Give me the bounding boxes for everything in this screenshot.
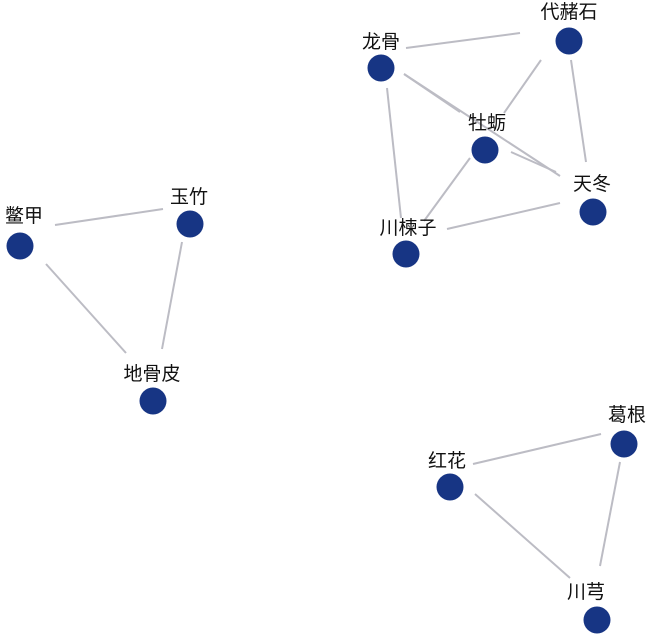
edge-layer: [45, 32, 621, 579]
node-label-honghua: 红花: [428, 450, 466, 472]
edge-yuzhu-digupi: [161, 241, 183, 350]
node-label-chuanlianzi: 川楝子: [379, 217, 436, 239]
node-biejia[interactable]: 鳖甲: [5, 205, 43, 260]
edge-longgu-tiandong: [403, 73, 561, 177]
node-gegen[interactable]: 葛根: [608, 404, 646, 458]
node-circle-gegen[interactable]: [610, 430, 638, 458]
edge-honghua-gegen: [472, 433, 602, 465]
node-circle-chuanxiong[interactable]: [583, 606, 611, 634]
edge-daizheshi-muli: [503, 59, 542, 114]
edge-gegen-chuanxiong: [599, 461, 621, 567]
node-yuzhu[interactable]: 玉竹: [170, 186, 208, 238]
node-label-biejia: 鳖甲: [5, 205, 43, 227]
node-label-muli: 牡蛎: [468, 112, 506, 134]
node-muli[interactable]: 牡蛎: [468, 112, 506, 164]
node-label-gegen: 葛根: [608, 404, 646, 426]
node-label-daizheshi: 代赭石: [540, 1, 597, 23]
edge-honghua-chuanxiong: [474, 493, 571, 579]
node-label-chuanxiong: 川芎: [567, 581, 605, 603]
edge-muli-chuanlianzi: [423, 157, 471, 222]
node-honghua[interactable]: 红花: [428, 450, 466, 501]
node-label-tiandong: 天冬: [573, 173, 611, 195]
node-label-longgu: 龙骨: [362, 31, 400, 53]
edge-biejia-yuzhu: [54, 208, 164, 226]
node-circle-muli[interactable]: [471, 136, 499, 164]
edge-longgu-daizheshi: [405, 32, 521, 49]
node-longgu[interactable]: 龙骨: [362, 31, 400, 82]
node-chuanlianzi[interactable]: 川楝子: [379, 217, 437, 268]
edge-biejia-digupi: [45, 263, 127, 354]
node-tiandong[interactable]: 天冬: [573, 173, 611, 226]
node-circle-biejia[interactable]: [6, 232, 34, 260]
node-label-yuzhu: 玉竹: [170, 186, 208, 208]
edge-daizheshi-tiandong: [570, 59, 587, 163]
node-digupi[interactable]: 地骨皮: [123, 363, 181, 415]
node-circle-tiandong[interactable]: [579, 198, 607, 226]
node-circle-yuzhu[interactable]: [176, 210, 204, 238]
node-chuanxiong[interactable]: 川芎: [567, 581, 611, 634]
node-circle-digupi[interactable]: [139, 387, 167, 415]
edge-longgu-chuanlianzi: [386, 87, 402, 219]
node-circle-daizheshi[interactable]: [555, 27, 583, 55]
node-circle-longgu[interactable]: [367, 54, 395, 82]
edge-muli-tiandong: [510, 151, 557, 173]
node-label-digupi: 地骨皮: [123, 363, 180, 385]
node-circle-honghua[interactable]: [436, 473, 464, 501]
node-circle-chuanlianzi[interactable]: [392, 240, 420, 268]
node-daizheshi[interactable]: 代赭石: [540, 1, 598, 55]
edge-chuanlianzi-tiandong: [446, 202, 561, 230]
